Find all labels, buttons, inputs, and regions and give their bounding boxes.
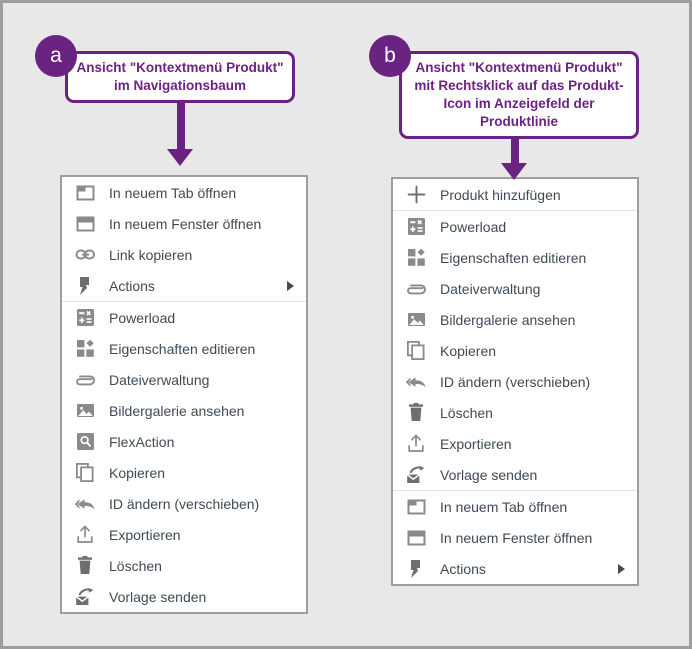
menu-item-label: Exportieren (440, 435, 512, 452)
export-upload-icon (405, 433, 427, 455)
menu-item-label: Dateiverwaltung (109, 371, 210, 388)
edit-properties-icon (405, 247, 427, 269)
menu-item-label: Dateiverwaltung (440, 280, 541, 297)
menu-item[interactable]: Bildergalerie ansehen (62, 395, 306, 426)
edit-properties-icon (74, 338, 96, 360)
menu-item-label: Powerload (109, 309, 176, 326)
menu-item[interactable]: Vorlage senden (62, 581, 306, 612)
menu-item[interactable]: Vorlage senden (393, 459, 637, 491)
callout-title-b: Ansicht "Kontextmenü Produkt" mit Rechts… (399, 51, 639, 139)
send-template-icon (74, 586, 96, 608)
callout-title-a: Ansicht "Kontextmenü Produkt" im Navigat… (65, 51, 295, 103)
menu-item[interactable]: ID ändern (verschieben) (393, 366, 637, 397)
plus-icon (405, 184, 427, 206)
menu-item[interactable]: Löschen (62, 550, 306, 581)
lightning-icon (405, 558, 427, 580)
copy-icon (405, 340, 427, 362)
menu-item[interactable]: In neuem Tab öffnen (393, 491, 637, 522)
image-gallery-icon (74, 400, 96, 422)
menu-item-label: Actions (440, 560, 486, 577)
menu-item[interactable]: In neuem Tab öffnen (62, 177, 306, 208)
menu-item[interactable]: Exportieren (393, 428, 637, 459)
send-template-icon (405, 464, 427, 486)
menu-item-label: ID ändern (verschieben) (109, 495, 260, 512)
menu-item-label: Produkt hinzufügen (440, 186, 561, 203)
menu-item[interactable]: Powerload (393, 211, 637, 242)
paperclip-icon (405, 278, 427, 300)
arrow-shaft-b (511, 139, 519, 167)
menu-item[interactable]: Produkt hinzufügen (393, 179, 637, 211)
menu-item[interactable]: In neuem Fenster öffnen (62, 208, 306, 239)
menu-item-label: Vorlage senden (109, 588, 207, 605)
menu-item-label: In neuem Tab öffnen (440, 498, 568, 515)
menu-item-label: Löschen (440, 404, 493, 421)
menu-item[interactable]: Eigenschaften editieren (393, 242, 637, 273)
menu-item[interactable]: Dateiverwaltung (62, 364, 306, 395)
menu-item[interactable]: Powerload (62, 302, 306, 333)
new-tab-icon (405, 496, 427, 518)
callout-badge-a: a (35, 35, 77, 77)
menu-item-label: Kopieren (440, 342, 497, 359)
paperclip-icon (74, 369, 96, 391)
new-window-icon (405, 527, 427, 549)
menu-item[interactable]: Eigenschaften editieren (62, 333, 306, 364)
menu-item-label: Powerload (440, 218, 507, 235)
menu-item[interactable]: ID ändern (verschieben) (62, 488, 306, 519)
callout-badge-b: b (369, 35, 411, 77)
trash-icon (74, 555, 96, 577)
arrow-head-a (167, 149, 193, 166)
powerload-icon (74, 307, 96, 329)
menu-item[interactable]: Kopieren (62, 457, 306, 488)
menu-item-label: Actions (109, 277, 155, 294)
menu-item[interactable]: Actions (62, 270, 306, 302)
menu-item-label: Vorlage senden (440, 466, 538, 483)
menu-item-label: Bildergalerie ansehen (109, 402, 245, 419)
submenu-arrow-icon (287, 280, 294, 291)
context-menu-navigation-tree[interactable]: In neuem Tab öffnen In neuem Fenster öff… (60, 175, 308, 614)
search-box-icon (74, 431, 96, 453)
menu-item-label: In neuem Fenster öffnen (440, 529, 593, 546)
menu-item[interactable]: Exportieren (62, 519, 306, 550)
menu-item-label: ID ändern (verschieben) (440, 373, 591, 390)
menu-item[interactable]: FlexAction (62, 426, 306, 457)
menu-item-label: Bildergalerie ansehen (440, 311, 576, 328)
menu-item[interactable]: Kopieren (393, 335, 637, 366)
image-gallery-icon (405, 309, 427, 331)
menu-item[interactable]: Löschen (393, 397, 637, 428)
new-window-icon (74, 213, 96, 235)
arrow-head-b (501, 163, 527, 180)
menu-item-label: Kopieren (109, 464, 166, 481)
menu-item-label: Link kopieren (109, 246, 193, 263)
move-back-icon (74, 493, 96, 515)
new-tab-icon (74, 182, 96, 204)
submenu-arrow-icon (618, 563, 625, 574)
powerload-icon (405, 216, 427, 238)
menu-item-label: FlexAction (109, 433, 175, 450)
menu-item[interactable]: In neuem Fenster öffnen (393, 522, 637, 553)
menu-item[interactable]: Link kopieren (62, 239, 306, 270)
menu-item[interactable]: Actions (393, 553, 637, 584)
context-menu-product-line[interactable]: Produkt hinzufügen Powerload Eigenschaft… (391, 177, 639, 586)
arrow-shaft-a (177, 103, 185, 149)
copy-icon (74, 462, 96, 484)
menu-item-label: In neuem Fenster öffnen (109, 215, 262, 232)
export-upload-icon (74, 524, 96, 546)
trash-icon (405, 402, 427, 424)
menu-item-label: Exportieren (109, 526, 181, 543)
menu-item-label: In neuem Tab öffnen (109, 184, 237, 201)
lightning-icon (74, 275, 96, 297)
menu-item-label: Eigenschaften editieren (109, 340, 256, 357)
menu-item-label: Löschen (109, 557, 162, 574)
menu-item[interactable]: Dateiverwaltung (393, 273, 637, 304)
link-icon (74, 244, 96, 266)
move-back-icon (405, 371, 427, 393)
menu-item[interactable]: Bildergalerie ansehen (393, 304, 637, 335)
menu-item-label: Eigenschaften editieren (440, 249, 587, 266)
